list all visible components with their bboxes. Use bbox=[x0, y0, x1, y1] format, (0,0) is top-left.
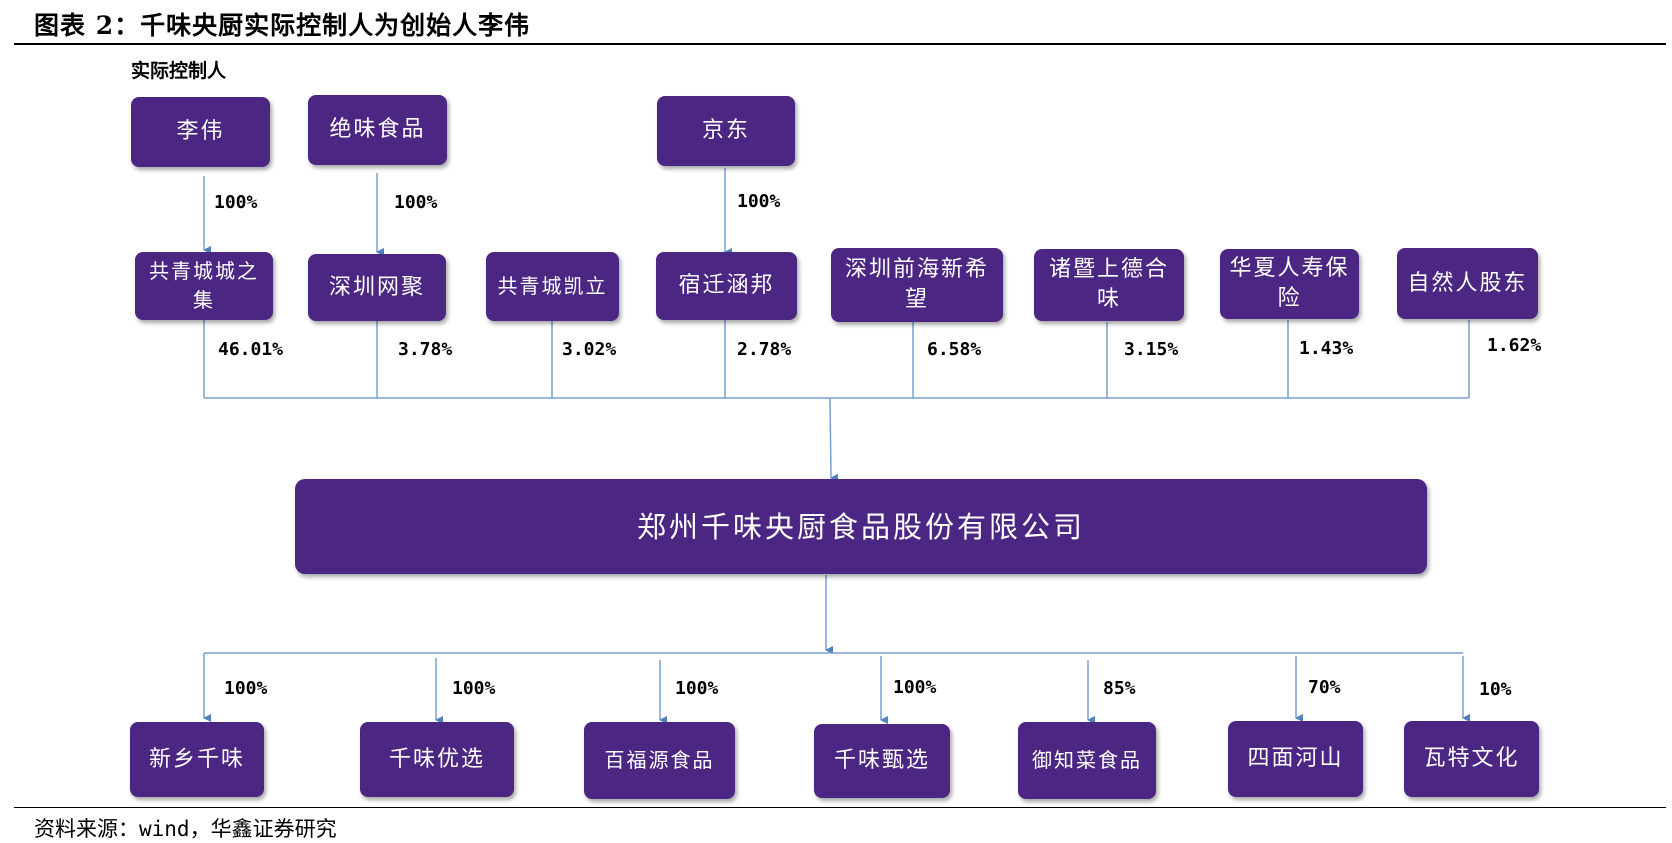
subsidiary-box-5: 御知菜食品 bbox=[1018, 722, 1156, 799]
shareholder-box-4: 宿迁涵邦 bbox=[656, 252, 797, 320]
subsidiary-pct-7: 10% bbox=[1479, 679, 1512, 700]
shareholder-box-6: 诸暨上德合味 bbox=[1034, 249, 1184, 321]
subsidiary-pct-1: 100% bbox=[224, 678, 268, 699]
subsidiary-pct-2: 100% bbox=[452, 678, 496, 699]
shareholder-pct-6: 3.15% bbox=[1124, 339, 1179, 360]
source-note: 资料来源：wind，华鑫证券研究 bbox=[34, 817, 337, 841]
bottom-rule bbox=[14, 807, 1666, 808]
owner-box-jd: 京东 bbox=[657, 96, 795, 166]
figure-title: 图表 2：千味央厨实际控制人为创始人李伟 bbox=[34, 11, 531, 40]
shareholder-box-3: 共青城凯立 bbox=[486, 252, 619, 321]
subsidiary-box-2: 千味优选 bbox=[360, 722, 514, 797]
shareholder-box-8: 自然人股东 bbox=[1397, 248, 1538, 319]
owner-pct-liwei: 100% bbox=[214, 192, 258, 213]
shareholder-box-1: 共青城城之集 bbox=[135, 252, 273, 320]
shareholder-box-5: 深圳前海新希望 bbox=[831, 248, 1003, 322]
shareholder-pct-2: 3.78% bbox=[398, 339, 453, 360]
subsidiary-box-7: 瓦特文化 bbox=[1404, 721, 1539, 797]
subsidiary-pct-5: 85% bbox=[1103, 678, 1136, 699]
shareholder-pct-3: 3.02% bbox=[562, 339, 617, 360]
edge-bus-company bbox=[829, 397, 839, 482]
subsidiary-pct-4: 100% bbox=[893, 677, 937, 698]
shareholder-pct-8: 1.62% bbox=[1487, 335, 1542, 356]
shareholder-box-2: 深圳网聚 bbox=[308, 254, 446, 321]
subsidiary-box-4: 千味甄选 bbox=[814, 724, 950, 798]
shareholder-pct-1: 46.01% bbox=[218, 339, 284, 360]
subsidiary-pct-3: 100% bbox=[675, 678, 719, 699]
section-label-controller: 实际控制人 bbox=[131, 60, 227, 82]
shareholder-pct-4: 2.78% bbox=[737, 339, 792, 360]
subsidiary-box-3: 百福源食品 bbox=[584, 722, 735, 799]
owner-pct-juewei: 100% bbox=[394, 192, 438, 213]
shareholder-pct-5: 6.58% bbox=[927, 339, 982, 360]
company-box: 郑州千味央厨食品股份有限公司 bbox=[295, 479, 1427, 574]
subsidiary-box-6: 四面河山 bbox=[1228, 721, 1363, 797]
subsidiary-box-1: 新乡千味 bbox=[130, 722, 264, 797]
subsidiary-pct-6: 70% bbox=[1308, 677, 1341, 698]
owner-box-juewei: 绝味食品 bbox=[308, 95, 447, 165]
owner-pct-jd: 100% bbox=[737, 191, 781, 212]
shareholder-pct-7: 1.43% bbox=[1299, 338, 1354, 359]
owner-box-liwei: 李伟 bbox=[131, 97, 270, 167]
shareholder-box-7: 华夏人寿保险 bbox=[1220, 249, 1359, 319]
top-rule bbox=[14, 43, 1666, 45]
